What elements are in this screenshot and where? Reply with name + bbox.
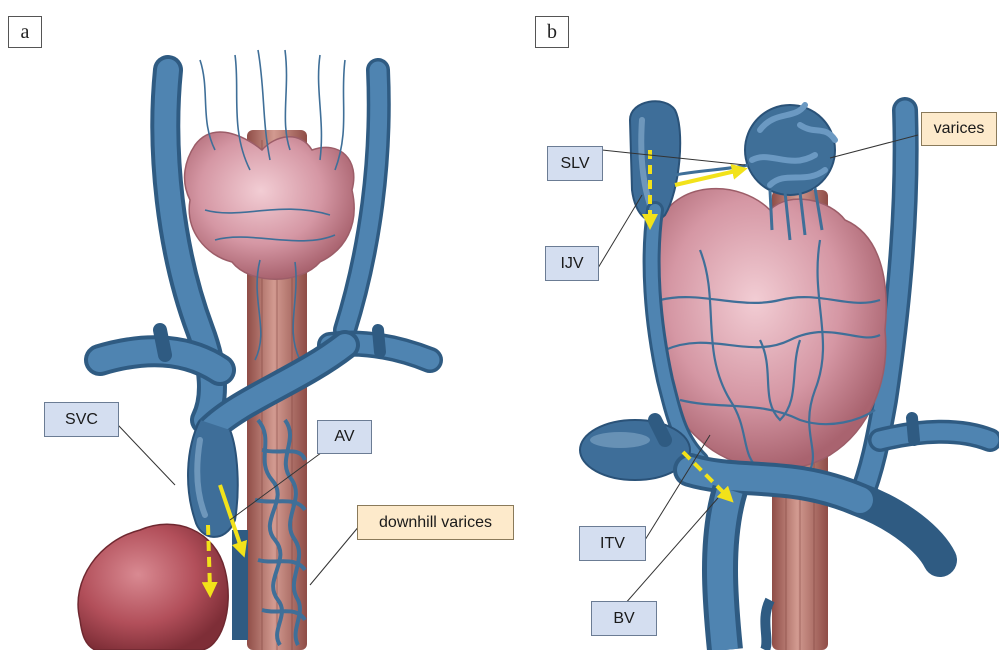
label-ijv: IJV — [545, 246, 599, 281]
label-slv: SLV — [547, 146, 603, 181]
label-av: AV — [317, 420, 372, 454]
panel-b-illustration — [580, 101, 990, 650]
label-varices: varices — [921, 112, 997, 146]
panel-a-illustration — [78, 50, 430, 650]
label-itv: ITV — [579, 526, 646, 561]
label-downhill-varices: downhill varices — [357, 505, 514, 540]
panel-label-a: a — [8, 16, 42, 48]
label-svc: SVC — [44, 402, 119, 437]
tumor — [78, 524, 228, 650]
label-bv: BV — [591, 601, 657, 636]
panel-label-b: b — [535, 16, 569, 48]
